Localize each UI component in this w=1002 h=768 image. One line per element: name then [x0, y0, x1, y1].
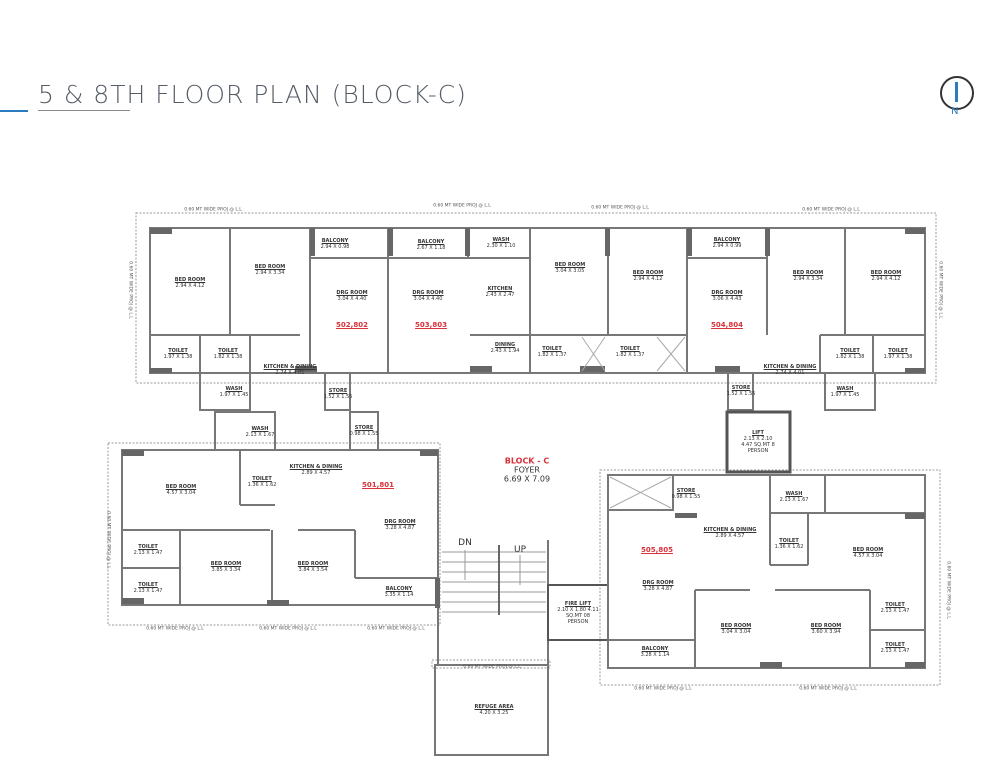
- projection-label: 0.60 MT WIDE PROJ @ L.L: [146, 626, 204, 632]
- projection-label: 0.60 MT WIDE PROJ @ L.L: [127, 261, 133, 319]
- projection-label: 0.60 MT WIDE PROJ @ L.L: [634, 686, 692, 692]
- north-label: N: [951, 106, 959, 117]
- stairs-up-label: UP: [513, 545, 527, 555]
- north-arrow-icon: N: [940, 76, 974, 122]
- projection-label: 0.60 MT WIDE PROJ @ L.L: [463, 664, 521, 670]
- unit-number: 503,803: [415, 321, 447, 329]
- unit-number: 502,802: [336, 321, 368, 329]
- foyer-dim: 6.69 X 7.09: [503, 474, 551, 484]
- walls: [121, 227, 926, 756]
- projection-label: 0.60 MT WIDE PROJ @ L.L: [945, 561, 951, 619]
- projection-label: 0.60 MT WIDE PROJ @ L.L: [937, 261, 943, 319]
- title-underline: [38, 110, 130, 111]
- stairs-down-label: DN: [458, 538, 472, 548]
- projection-label: 0.60 MT WIDE PROJ @ L.L: [591, 205, 649, 211]
- projection-label: 0.60 MT WIDE PROJ @ L.L: [433, 203, 491, 209]
- shafts: [581, 336, 686, 509]
- accent-line: [0, 110, 28, 112]
- projection-label: 0.60 MT WIDE PROJ @ L.L: [184, 207, 242, 213]
- unit-number: 505,805: [641, 546, 673, 554]
- projection-label: 0.60 MT WIDE PROJ @ L.L: [105, 511, 111, 569]
- block-name: BLOCK - C: [504, 456, 550, 466]
- foyer-label: BLOCK - C FOYER 6.69 X 7.09: [504, 457, 550, 484]
- unit-number: 501,801: [362, 481, 394, 489]
- page-title: 5 & 8TH FLOOR PLAN (BLOCK-C): [38, 80, 467, 109]
- projection-label: 0.60 MT WIDE PROJ @ L.L: [259, 626, 317, 632]
- projection-label: 0.60 MT WIDE PROJ @ L.L: [802, 207, 860, 213]
- projection-label: 0.60 MT WIDE PROJ @ L.L: [799, 686, 857, 692]
- foyer-name: FOYER: [514, 465, 540, 475]
- projection-label: 0.60 MT WIDE PROJ @ L.L: [367, 626, 425, 632]
- columns: [122, 228, 925, 668]
- staircase: [442, 545, 546, 615]
- unit-number: 504,804: [711, 321, 743, 329]
